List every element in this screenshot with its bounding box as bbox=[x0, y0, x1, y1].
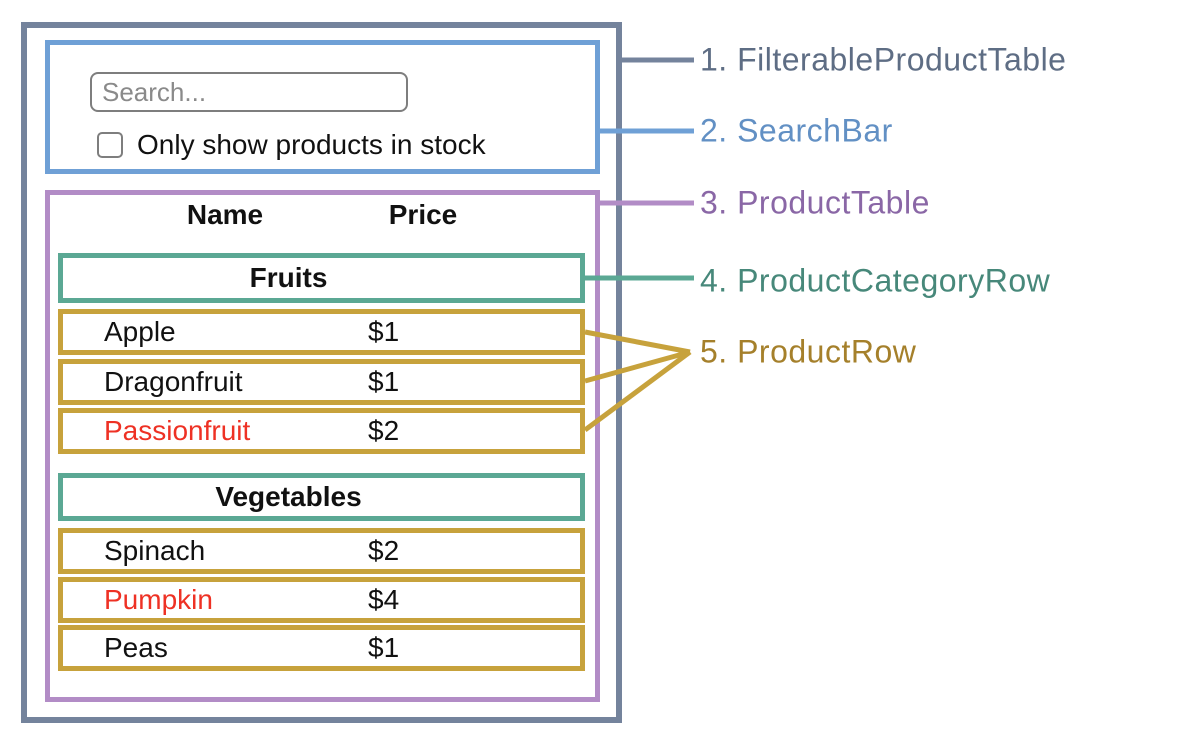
legend-filterable-product-table: 1. FilterableProductTable bbox=[700, 41, 1067, 78]
product-price: $1 bbox=[368, 366, 400, 397]
product-name: Dragonfruit bbox=[104, 366, 243, 397]
product-row: Apple $1 bbox=[58, 309, 585, 355]
product-name-out-of-stock: Pumpkin bbox=[104, 584, 213, 615]
product-name-out-of-stock: Passionfruit bbox=[104, 415, 251, 446]
product-name: Peas bbox=[104, 632, 168, 663]
product-row: Peas $1 bbox=[58, 625, 585, 671]
category-row-vegetables: Vegetables bbox=[58, 473, 585, 521]
product-price: $1 bbox=[368, 316, 400, 347]
legend-product-table: 3. ProductTable bbox=[700, 184, 930, 221]
product-name: Apple bbox=[104, 316, 176, 347]
product-row: Pumpkin $4 bbox=[58, 577, 585, 623]
in-stock-filter: Only show products in stock bbox=[97, 131, 486, 159]
in-stock-checkbox-label: Only show products in stock bbox=[137, 129, 486, 160]
category-row-fruits: Fruits bbox=[58, 253, 585, 303]
filterable-product-table-box: Only show products in stock Name Price F… bbox=[21, 22, 622, 723]
search-bar-box: Only show products in stock bbox=[45, 40, 600, 174]
legend-search-bar: 2. SearchBar bbox=[700, 112, 893, 149]
product-row: Spinach $2 bbox=[58, 528, 585, 574]
product-table-box: Name Price Fruits Apple $1 Dragonfruit $… bbox=[45, 190, 600, 702]
legend-product-category-row: 4. ProductCategoryRow bbox=[700, 262, 1051, 299]
product-price: $4 bbox=[368, 584, 400, 615]
product-price: $2 bbox=[368, 415, 400, 446]
product-name: Spinach bbox=[104, 535, 206, 566]
legend-product-row: 5. ProductRow bbox=[700, 333, 917, 370]
search-input[interactable] bbox=[90, 72, 408, 112]
product-row: Passionfruit $2 bbox=[58, 408, 585, 454]
product-price: $2 bbox=[368, 535, 400, 566]
product-row: Dragonfruit $1 bbox=[58, 359, 585, 405]
column-header-name: Name bbox=[186, 199, 264, 230]
in-stock-checkbox[interactable] bbox=[97, 132, 123, 158]
column-header-price: Price bbox=[388, 199, 458, 230]
product-price: $1 bbox=[368, 632, 400, 663]
